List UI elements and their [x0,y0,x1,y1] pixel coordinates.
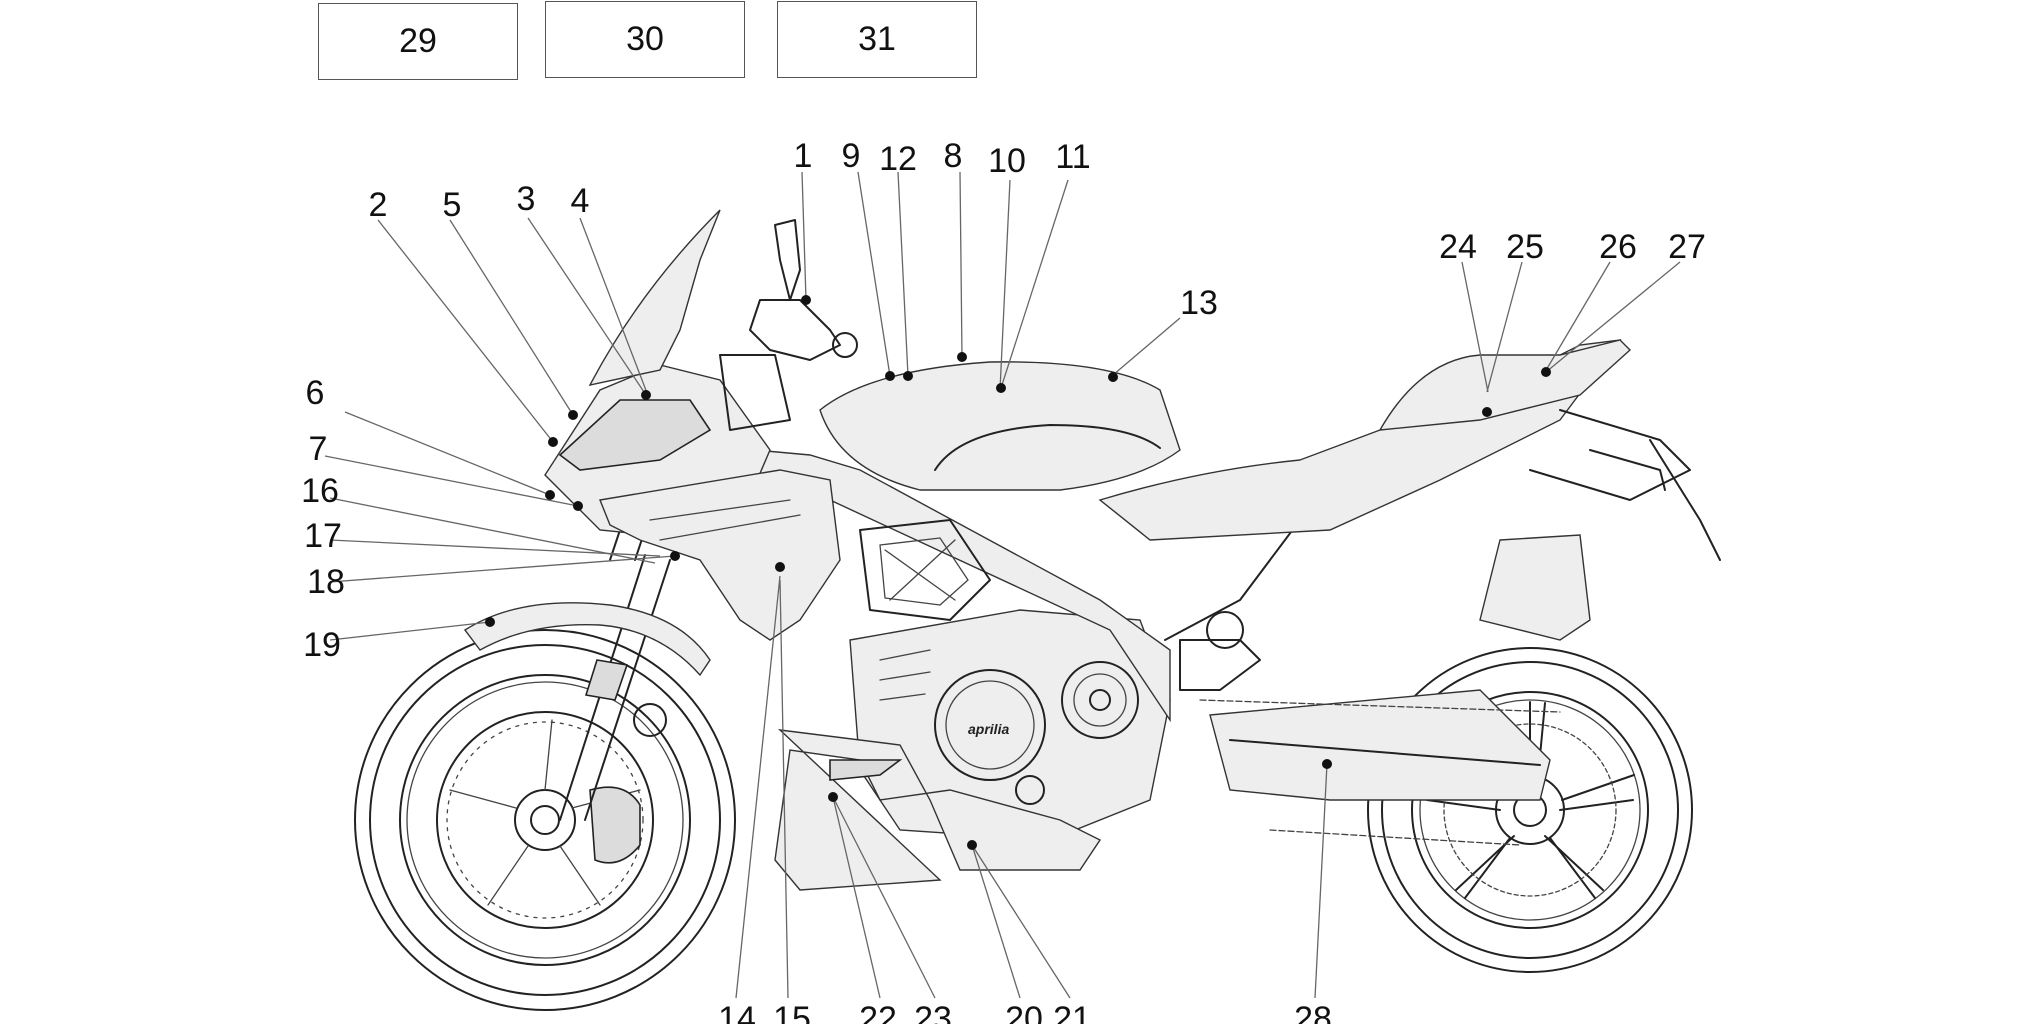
callout-18: 18 [307,563,345,601]
callout-dots [485,295,1551,850]
exhaust [1479,534,1591,641]
callout-22: 22 [859,1000,897,1024]
callout-17: 17 [304,517,342,555]
callout-5: 5 [443,186,462,224]
callout-11: 11 [1055,138,1090,176]
callout-8: 8 [944,137,963,175]
callout-21: 21 [1053,1000,1091,1024]
belly-pan [774,729,1102,891]
callout-27: 27 [1668,228,1706,266]
callout-28: 28 [1294,1000,1332,1024]
engine-brand-mark: aprilia [968,721,1009,737]
callout-9: 9 [842,137,861,175]
legend-box-label: 29 [399,22,437,60]
callout-13: 13 [1180,284,1218,322]
rear-wheel [1367,647,1693,973]
callout-25: 25 [1506,228,1544,266]
legend-box-30: 30 [545,1,745,78]
callout-7: 7 [309,430,328,468]
seat-tail [1098,339,1721,561]
fuel-tank [819,361,1181,491]
callout-23: 23 [914,1000,952,1024]
callout-labels: 1 2 3 4 5 6 7 8 9 10 11 12 13 14 15 16 1… [301,137,1706,1024]
callout-3: 3 [517,180,536,218]
callout-2: 2 [369,186,388,224]
front-wheel [354,629,736,1011]
callout-10: 10 [988,142,1026,180]
callout-20: 20 [1005,1000,1043,1024]
callout-26: 26 [1599,228,1637,266]
callout-14: 14 [718,1000,756,1024]
callout-1: 1 [794,137,813,175]
callout-leaders [324,171,1681,999]
legend-box-label: 30 [626,20,664,58]
callout-19: 19 [303,626,341,664]
windscreen [588,209,721,386]
callout-24: 24 [1439,228,1477,266]
legend-box-29: 29 [318,3,518,80]
callout-6: 6 [306,374,325,412]
footpegs [1179,611,1261,691]
callout-12: 12 [879,140,917,178]
engine: aprilia [849,609,1171,841]
swingarm [1199,689,1561,846]
front-fairing [544,364,841,641]
handlebar [719,219,858,431]
legend-box-label: 31 [858,20,896,58]
callout-16: 16 [301,472,339,510]
front-fender [463,602,711,677]
callout-4: 4 [571,182,590,220]
legend-box-31: 31 [777,1,977,78]
callout-15: 15 [773,1000,811,1024]
